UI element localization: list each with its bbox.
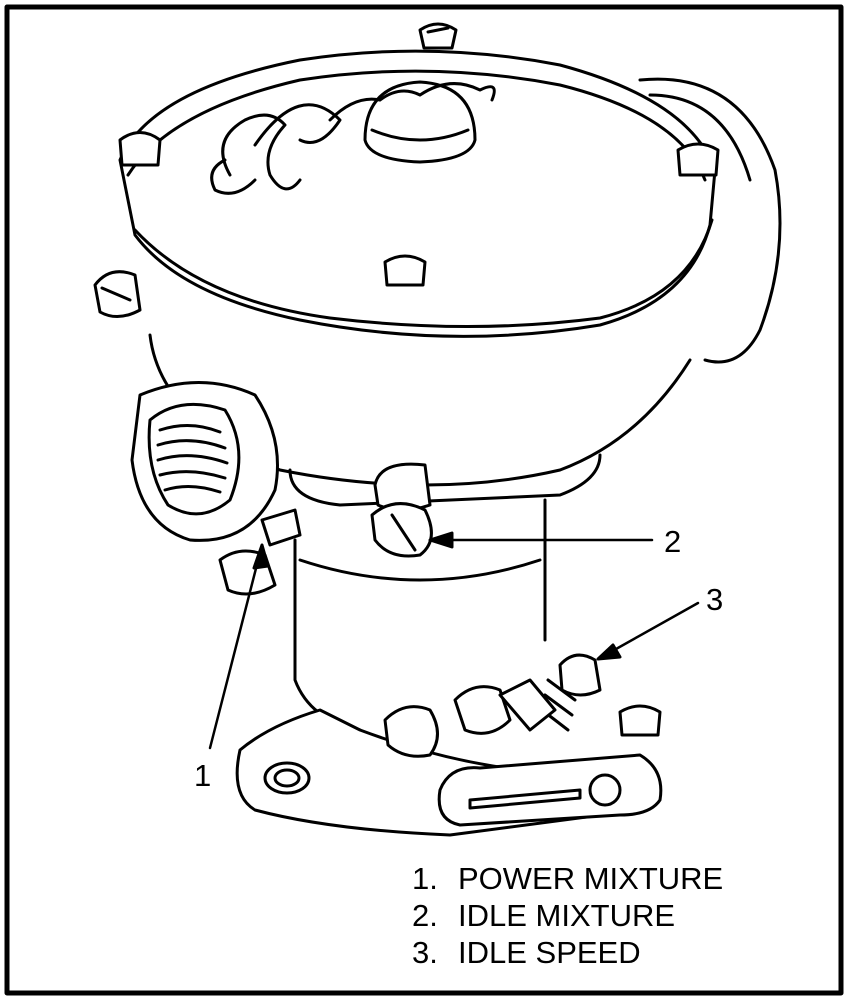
diagram-border	[4, 4, 844, 996]
legend-label: IDLE SPEED	[458, 935, 641, 970]
top-screw	[418, 22, 458, 50]
callout-legend: 1. POWER MIXTURE 2. IDLE MIXTURE 3. IDLE SP…	[412, 860, 723, 971]
legend-label: POWER MIXTURE	[458, 861, 724, 896]
callout-number-3: 3	[706, 582, 723, 617]
impco-logo	[210, 82, 496, 195]
legend-number: 1.	[412, 861, 438, 896]
legend-item-idle-mixture: 2. IDLE MIXTURE	[412, 897, 723, 934]
idle-speed-screw	[540, 653, 602, 732]
throttle-lever	[383, 678, 663, 827]
mixer-cover	[118, 49, 720, 338]
callout-number-2: 2	[664, 524, 681, 559]
legend-item-power-mixture: 1. POWER MIXTURE	[412, 860, 723, 897]
legend-item-idle-speed: 3. IDLE SPEED	[412, 934, 723, 971]
callout-leader-3	[596, 601, 700, 661]
callout-number-1: 1	[194, 758, 211, 793]
callout-leader-2	[428, 531, 654, 549]
callout-leader-1	[208, 543, 270, 750]
idle-mixture-screw	[370, 462, 433, 558]
legend-number: 2.	[412, 898, 438, 933]
power-mixture-fitting	[218, 508, 302, 596]
legend-number: 3.	[412, 935, 438, 970]
legend-label: IDLE MIXTURE	[458, 898, 676, 933]
